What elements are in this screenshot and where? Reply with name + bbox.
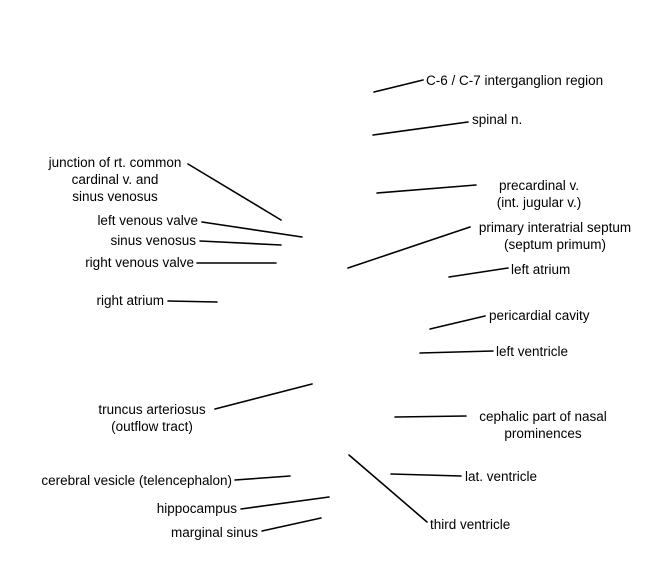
leader-left-atrium — [448, 267, 509, 278]
label-right-atrium: right atrium — [96, 293, 164, 308]
leader-third-ventricle — [348, 454, 428, 523]
label-cephalic-nasal-prominences: cephalic part of nasal prominences — [468, 408, 618, 442]
label-nasal-line-2: prominences — [504, 426, 582, 441]
leader-lat-ventricle — [390, 473, 462, 477]
label-precardinal-line-2: (int. jugular v.) — [496, 195, 582, 210]
label-cerebral-vesicle: cerebral vesicle (telencephalon) — [41, 473, 232, 488]
label-precardinal-line-1: precardinal v. — [498, 178, 580, 193]
leader-sinus-venosus — [199, 240, 282, 246]
label-junction-line-3: sinus venosus — [72, 189, 158, 204]
label-marginal-sinus: marginal sinus — [170, 525, 258, 540]
label-hippocampus: hippocampus — [156, 501, 237, 516]
leader-precardinal — [376, 184, 477, 194]
leader-right-atrium — [167, 300, 218, 303]
label-left-venous-valve: left venous valve — [97, 213, 198, 228]
leader-spinal-n — [372, 121, 469, 136]
label-precardinal-v: precardinal v. (int. jugular v.) — [468, 177, 610, 211]
leader-hippocampus — [240, 496, 330, 510]
leader-nasal — [394, 415, 467, 418]
leader-left-ventricle — [419, 350, 494, 354]
label-right-venous-valve: right venous valve — [85, 255, 194, 270]
label-sinus-venosus: sinus venosus — [110, 233, 196, 248]
leader-marginal-sinus — [261, 517, 322, 532]
label-truncus-line-1: truncus arteriosus — [98, 402, 206, 417]
label-junction-common-cardinal: junction of rt. common cardinal v. and s… — [36, 154, 194, 205]
label-truncus-arteriosus: truncus arteriosus (outflow tract) — [82, 401, 222, 435]
label-c6-c7-interganglion-region: C-6 / C-7 interganglion region — [426, 73, 604, 88]
leader-cerebral-vesicle — [234, 475, 291, 481]
label-junction-line-2: cardinal v. and — [71, 172, 159, 187]
label-truncus-line-2: (outflow tract) — [111, 419, 193, 434]
label-septum-line-1: primary interatrial septum — [478, 220, 632, 235]
label-spinal-n: spinal n. — [472, 112, 523, 127]
leader-junction — [187, 163, 282, 221]
leader-c6-c7 — [373, 79, 424, 93]
leader-truncus — [214, 383, 313, 410]
label-junction-line-1: junction of rt. common — [48, 155, 182, 170]
label-left-atrium: left atrium — [511, 262, 571, 277]
leader-pericardial-cavity — [429, 315, 486, 330]
leader-left-venous-valve — [201, 221, 303, 238]
label-third-ventricle: third ventricle — [430, 517, 511, 532]
label-left-ventricle: left ventricle — [496, 344, 569, 359]
label-nasal-line-1: cephalic part of nasal — [479, 409, 607, 424]
leader-primary-septum — [347, 226, 471, 269]
label-primary-interatrial-septum: primary interatrial septum (septum primu… — [466, 219, 644, 253]
label-pericardial-cavity: pericardial cavity — [489, 308, 590, 323]
label-lat-ventricle: lat. ventricle — [465, 469, 538, 484]
label-septum-line-2: (septum primum) — [503, 237, 606, 252]
